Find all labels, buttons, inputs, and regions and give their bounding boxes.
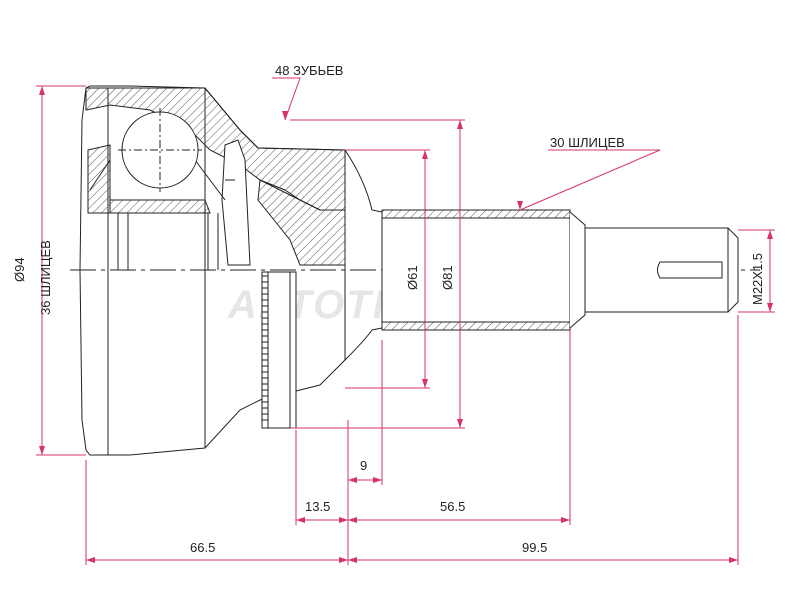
dimension-d61: Ø61 — [405, 265, 420, 290]
dimension-d94: Ø94 — [12, 257, 27, 282]
label-36-splines: 36 ШЛИЦЕВ — [38, 240, 53, 315]
dimension-56-5: 56.5 — [440, 499, 465, 514]
dimension-13-5: 13.5 — [305, 499, 330, 514]
dimension-arrowhead — [457, 419, 463, 428]
dimension-arrowhead — [296, 517, 305, 523]
dimension-arrowhead — [339, 557, 348, 563]
dimension-99-5: 99.5 — [522, 540, 547, 555]
dimension-arrowhead — [348, 477, 357, 483]
dimension-arrowhead — [348, 517, 357, 523]
dimension-arrowhead — [39, 446, 45, 455]
dimension-arrowhead — [282, 111, 288, 120]
dimension-arrowhead — [339, 517, 348, 523]
threaded-stub — [584, 227, 739, 313]
dimension-arrowhead — [767, 230, 773, 239]
dimension-9: 9 — [360, 458, 367, 473]
dimension-arrowhead — [457, 120, 463, 129]
label-48-teeth: 48 ЗУБЬЕВ — [275, 63, 343, 78]
splined-shaft — [381, 209, 586, 331]
dimension-arrowhead — [767, 303, 773, 312]
dimension-arrowhead — [561, 517, 570, 523]
inner-race — [89, 159, 235, 270]
dimension-66-5: 66.5 — [190, 540, 215, 555]
dimension-arrows — [39, 86, 773, 563]
dimension-arrowhead — [517, 201, 523, 210]
dimension-arrowhead — [373, 477, 382, 483]
ball — [118, 108, 202, 192]
housing-section — [85, 87, 346, 266]
dimension-arrowhead — [422, 150, 428, 159]
dimension-arrowhead — [348, 557, 357, 563]
dimension-arrowhead — [422, 379, 428, 388]
dimension-d81: Ø81 — [440, 265, 455, 290]
abs-ring — [261, 271, 297, 429]
dimension-arrowhead — [86, 557, 95, 563]
neck — [344, 149, 383, 361]
dimension-arrowhead — [729, 557, 738, 563]
dimension-arrowhead — [39, 86, 45, 95]
dimension-lines — [36, 77, 775, 565]
dimension-thread: M22X1.5 — [750, 253, 765, 305]
label-30-splines: 30 ШЛИЦЕВ — [550, 135, 625, 150]
